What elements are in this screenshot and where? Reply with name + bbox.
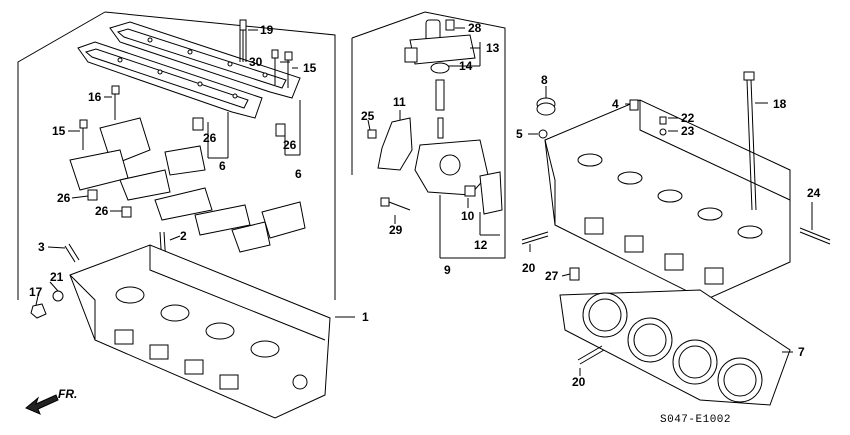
vtec-solenoid [404,19,503,215]
callout-20a: 20 [522,261,536,275]
callout-12: 12 [474,238,488,252]
callout-5: 5 [516,127,523,141]
callout-17: 17 [29,285,43,299]
callout-20b: 20 [572,375,586,389]
bolt-16 [111,85,120,120]
callout-8: 8 [541,73,548,87]
callout-4: 4 [612,97,619,111]
callout-7: 7 [798,345,805,359]
stud-24 [799,227,831,245]
bolt-29 [380,197,411,211]
left-group-outline [17,11,336,300]
callout-13: 13 [486,41,500,55]
head-cover-gasket-lower [77,41,263,119]
callout-22: 22 [681,111,695,125]
bolt-15-left [79,119,88,150]
head-cover-gasket-upper [109,21,301,99]
callout-3: 3 [38,240,45,254]
diagram-code: S047-E1002 [660,414,731,426]
callout-19: 19 [260,23,274,37]
front-direction-arrow: FR. [25,387,77,415]
callout-26d: 26 [95,204,109,218]
bolt-19 [239,19,247,62]
direction-label: FR. [58,387,77,401]
callout-15a: 15 [303,61,317,75]
bolt-28 [445,19,455,31]
rocker-arm-assemblies [69,117,306,253]
cylinder-head-right [544,99,791,301]
callout-24: 24 [807,186,821,200]
bracket-11 [377,117,413,171]
callout-18: 18 [773,97,787,111]
dowel-27 [569,267,580,281]
callout-16: 16 [88,90,102,104]
callout-26b: 26 [283,138,297,152]
stud-20-upper [521,231,549,245]
plug-17-21 [30,290,64,319]
callout-6b: 6 [295,167,302,181]
callout-30: 30 [249,55,263,69]
leader-lines [35,27,813,376]
callout-2: 2 [180,229,187,243]
callout-6a: 6 [219,159,226,173]
callout-29: 29 [389,223,403,237]
cap-8 [536,97,556,116]
callout-1: 1 [362,310,369,324]
callout-9: 9 [444,263,451,277]
plug-5 [538,129,548,139]
head-gasket [559,289,791,406]
pins-22-23 [659,116,667,136]
callout-14: 14 [459,59,473,73]
cylinder-head-left [69,244,331,419]
callout-15b: 15 [52,124,66,138]
callout-25: 25 [361,109,375,123]
middle-group-outline [351,11,506,259]
callouts: 1 2 3 4 5 6 6 7 8 9 10 11 12 13 14 15 15… [29,21,821,389]
gasket-10 [464,185,476,197]
callout-11: 11 [393,95,406,109]
bolt-15-top [284,51,293,88]
callout-28: 28 [468,21,482,35]
callout-26a: 26 [203,131,217,145]
bolt-25 [367,129,377,139]
callout-10: 10 [461,209,475,223]
bolt-3 [64,243,80,263]
bolt-30 [271,49,279,85]
callout-21: 21 [50,270,64,284]
callout-27: 27 [545,269,559,283]
callout-26c: 26 [57,191,71,205]
bolt-18 [743,71,757,211]
stud-20-lower [577,345,605,365]
callout-23: 23 [681,124,695,138]
sensor-4 [629,99,639,111]
